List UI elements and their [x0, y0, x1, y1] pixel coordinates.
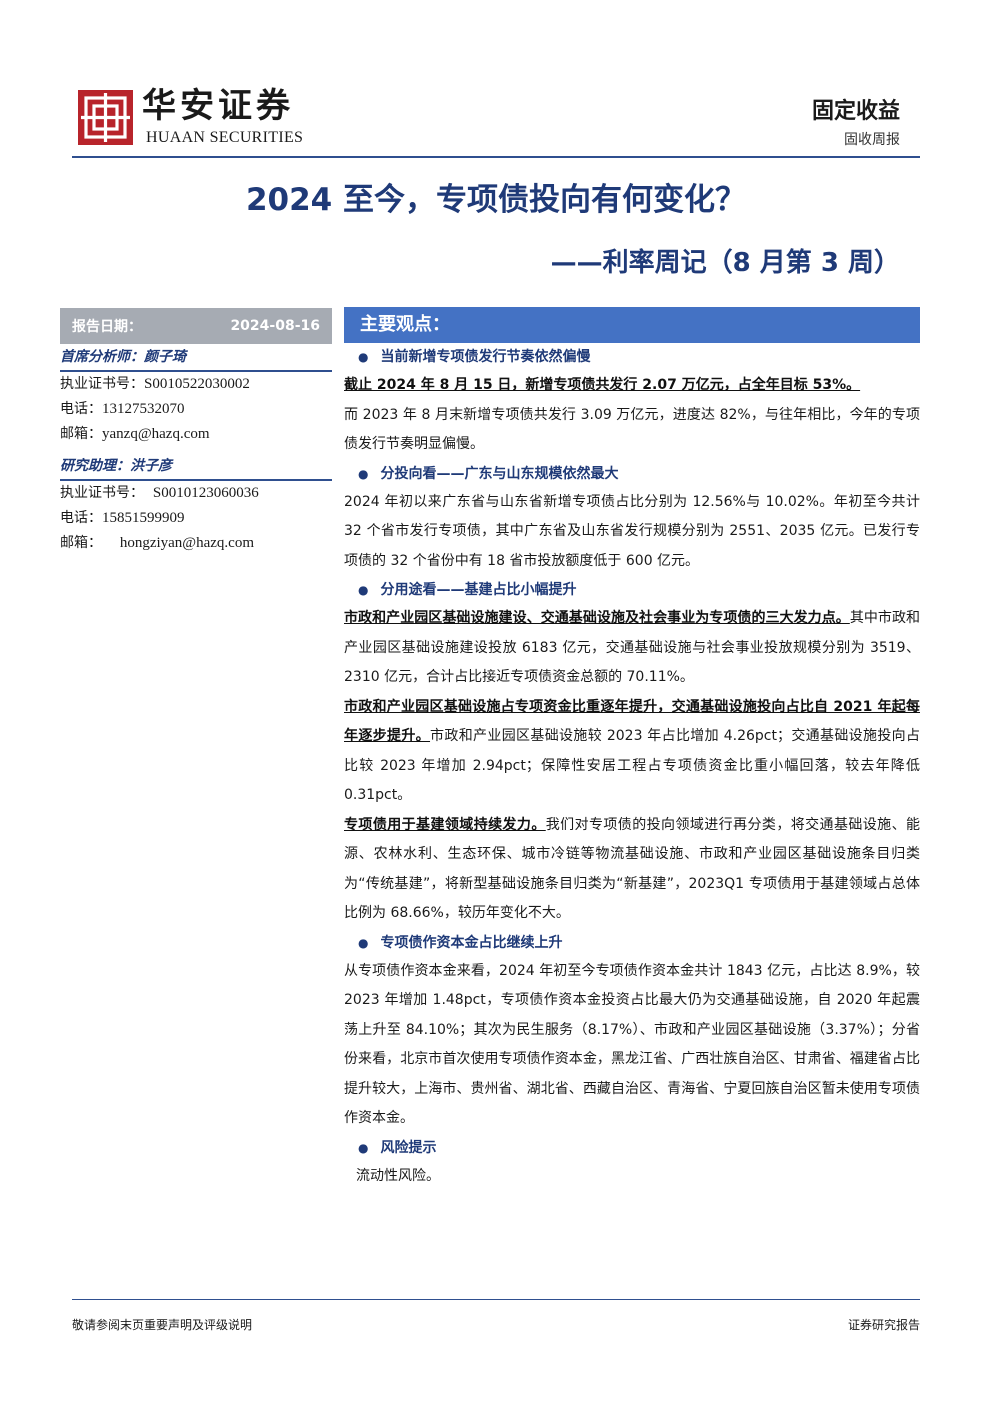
report-subcategory: 固收周报 [844, 132, 900, 148]
main-points-heading: 主要观点： [344, 307, 920, 343]
huaan-logo-icon [78, 90, 133, 145]
section-paragraph: 从专项债作资本金来看，2024 年初至今专项债作资本金共计 1843 亿元，占比… [344, 962, 920, 1127]
assistant-cert-label: 执业证书号： [60, 485, 144, 501]
footer-divider [72, 1299, 920, 1300]
header-divider [72, 156, 920, 158]
assistant-phone-label: 电话： [60, 510, 102, 526]
report-title: 2024 至今，专项债投向有何变化？ [245, 182, 747, 218]
section-paragraph: 市政和产业园区基础设施占专项资金比重逐年提升，交通基础设施投向占比自 2021 … [344, 698, 921, 804]
report-date-value: 2024-08-16 [230, 318, 320, 334]
assistant-email-link[interactable]: hongziyan@hazq.com [119, 535, 254, 551]
chief-phone-line: 电话：13127532070 [60, 397, 332, 422]
report-date-bar: 报告日期： 2024-08-16 [60, 308, 332, 344]
chief-email-label: 邮箱： [60, 426, 102, 442]
section-heading: ●分用途看——基建占比小幅提升 [358, 582, 577, 598]
assistant-phone-line: 电话：15851599909 [60, 506, 332, 531]
report-date-label: 报告日期： [72, 319, 142, 335]
assistant-email-line: 邮箱： hongziyan@hazq.com [60, 531, 332, 556]
risk-paragraph: 流动性风险。 [356, 1167, 440, 1184]
assistant-email-label: 邮箱： [60, 535, 102, 551]
chief-cert-label: 执业证书号： [60, 376, 144, 392]
bullet-dot-icon: ● [358, 583, 369, 597]
footer-disclaimer: 敬请参阅末页重要声明及评级说明 [72, 1318, 253, 1332]
section-paragraph: 2024 年初以来广东省与山东省新增专项债占比分别为 12.56%与 10.02… [344, 493, 920, 569]
analyst-info-panel: 报告日期： 2024-08-16 首席分析师：颜子琦 执业证书号：S001052… [60, 308, 332, 556]
brand-name-en: HUAAN SECURITIES [146, 129, 304, 146]
bullet-dot-icon: ● [358, 466, 369, 481]
report-subtitle: ——利率周记（8 月第 3 周） [550, 248, 900, 278]
chief-phone-label: 电话： [60, 401, 102, 417]
bullet-dot-icon: ● [358, 935, 369, 950]
section-paragraph: 截止 2024 年 8 月 15 日，新增专项债共发行 2.07 万亿元，占全年… [344, 377, 920, 452]
assistant-cert-line: 执业证书号： S0010123060036 [60, 481, 332, 506]
brand-name-cn: 华安证券 [142, 86, 294, 126]
section-paragraph: 市政和产业园区基础设施建设、交通基础设施及社会事业为专项债的三大发力点。其中市政… [344, 610, 921, 685]
chief-email-line: 邮箱：yanzq@hazq.com [60, 422, 332, 447]
section-heading: ●风险提示 [358, 1139, 437, 1156]
chief-analyst-heading: 首席分析师：颜子琦 [60, 344, 332, 372]
chief-cert-line: 执业证书号：S0010522030002 [60, 372, 332, 397]
chief-phone-value: 13127532070 [102, 401, 185, 417]
report-category: 固定收益 [811, 99, 900, 124]
assistant-phone-value: 15851599909 [102, 510, 185, 526]
chief-cert-value: S0010522030002 [144, 376, 250, 392]
section-paragraph: 专项债用于基建领域持续发力。我们对专项债的投向领域进行再分类，将交通基础设施、能… [344, 816, 921, 922]
chief-email-link[interactable]: yanzq@hazq.com [102, 426, 210, 442]
bullet-dot-icon: ● [358, 1140, 369, 1155]
main-points-panel: 主要观点： ●当前新增专项债发行节奏依然偏慢 截止 2024 年 8 月 15 … [344, 307, 920, 1191]
footer-report-type: 证券研究报告 [847, 1318, 920, 1332]
section-heading: ●分投向看——广东与山东规模依然最大 [358, 465, 619, 482]
assistant-cert-value: S0010123060036 [152, 485, 259, 501]
assistant-heading: 研究助理：洪子彦 [60, 453, 332, 481]
section-heading: ●当前新增专项债发行节奏依然偏慢 [358, 349, 591, 365]
bullet-dot-icon: ● [358, 350, 369, 364]
section-heading: ●专项债作资本金占比继续上升 [358, 934, 563, 951]
